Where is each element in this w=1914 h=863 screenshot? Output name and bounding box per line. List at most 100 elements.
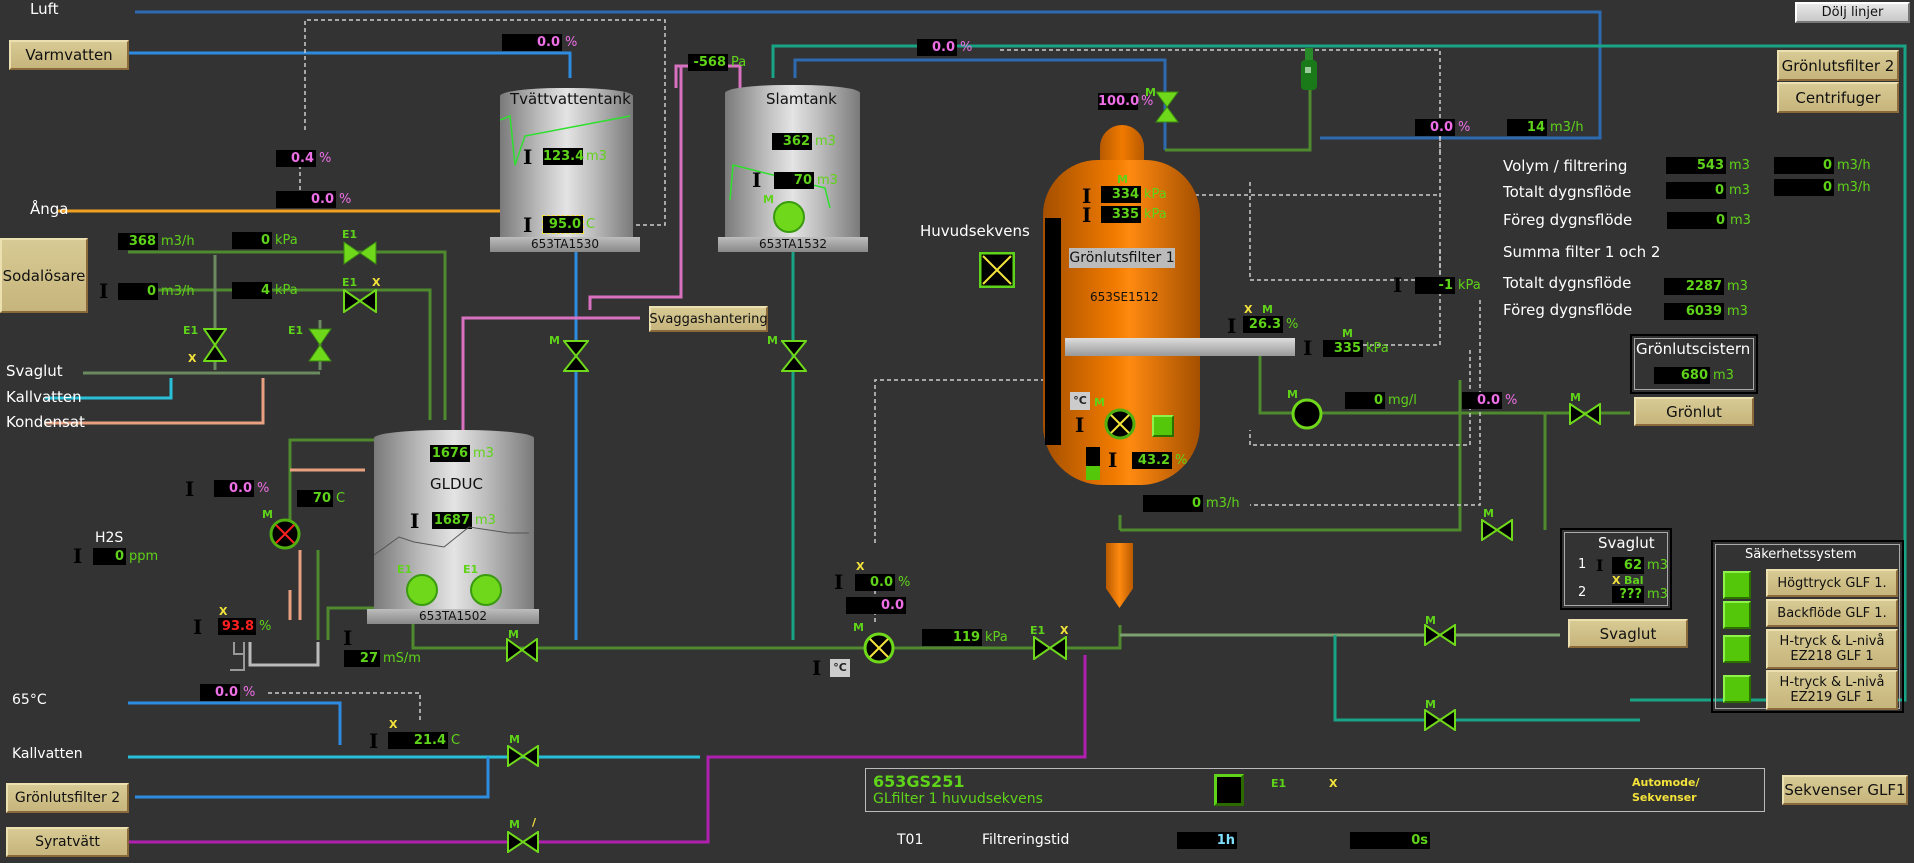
timer-label: Filtreringstid [982, 832, 1070, 848]
svaglut-panel-title: Svaglut [1598, 534, 1655, 552]
cistern-title: Grönlutscistern [1636, 340, 1751, 358]
tvattvattentank-title: Tvättvattentank [510, 90, 631, 108]
pump-control-sp: 0.0 [846, 597, 906, 614]
slam-inlet-pct: 0.0% [917, 39, 972, 56]
sequence-mode: Automode/ Sekvenser [1632, 776, 1700, 804]
kallvatten-label: Kallvatten [6, 388, 82, 406]
slam-mixer[interactable] [773, 201, 805, 233]
sum-title: Summa filter 1 och 2 [1503, 243, 1661, 261]
valve-gronlut[interactable] [1569, 403, 1601, 425]
valve-soda-1[interactable] [343, 241, 377, 265]
tag-x: X [1244, 303, 1253, 316]
gronlut-pump[interactable] [1290, 397, 1324, 431]
anga-output-pct: 0.4% [276, 150, 331, 167]
valve-glduc-outlet[interactable] [506, 638, 538, 662]
valve-tag-e1: E1 [342, 228, 358, 241]
valve-svaglut-2[interactable] [308, 328, 332, 362]
indicator-icon: I [1075, 413, 1085, 437]
mixer-tag-e1: E1 [463, 563, 479, 576]
sekvenser-glf1-button[interactable]: Sekvenser GLF1 [1782, 775, 1908, 805]
filter-level-bar [1045, 218, 1061, 445]
indicator-icon: I [1082, 203, 1092, 227]
safety-indicator[interactable] [1723, 601, 1751, 629]
filter-pump[interactable] [1103, 407, 1137, 441]
safety-indicator[interactable] [1723, 635, 1751, 663]
valve-recirc[interactable] [1481, 519, 1513, 541]
svaglut-button[interactable]: Svaglut [1568, 619, 1688, 648]
valve-tag-x: X [188, 352, 197, 365]
filter-title: Grönlutsfilter 1 [1069, 248, 1175, 268]
sodalosare-button[interactable]: Sodalösare [0, 238, 88, 313]
valve-filter-inlet[interactable] [1033, 636, 1067, 660]
indicator-icon: I [410, 509, 420, 533]
safety-item-ez218[interactable]: H-tryck & L-nivå EZ218 GLF 1 [1766, 629, 1898, 669]
safety-item-backflode[interactable]: Backflöde GLF 1. [1766, 599, 1898, 627]
valve-tag-e1: E1 [1030, 624, 1046, 637]
tag-x: X [856, 560, 865, 573]
centrifuger-button[interactable]: Centrifuger [1777, 82, 1899, 113]
syratvatt-button[interactable]: Syratvätt [6, 827, 129, 857]
tag-m: M [1342, 327, 1353, 340]
hot-water-pct: 0.0% [200, 684, 255, 701]
indicator-icon: I [523, 213, 533, 237]
stat-label: Totalt dygnsflöde [1503, 183, 1632, 201]
safety-valve-icon [1301, 48, 1317, 90]
pump-tag-m: M [262, 508, 273, 521]
valve-soda-2[interactable] [343, 289, 377, 313]
safety-indicator[interactable] [1723, 571, 1751, 599]
mixer-tag-e1: E1 [397, 563, 413, 576]
valve-svaglut-out[interactable] [1424, 624, 1456, 646]
valve-top[interactable] [1155, 91, 1179, 123]
valve-svaglut-1[interactable] [203, 328, 227, 362]
valve-tvatt-outlet[interactable] [563, 340, 589, 372]
hide-lines-button[interactable]: Dölj linjer [1795, 2, 1910, 23]
feed-pump[interactable] [862, 631, 896, 665]
huvudsekvens-indicator[interactable] [979, 252, 1015, 288]
filter-id: 653SE1512 [1090, 290, 1159, 304]
glduc-pump[interactable] [268, 517, 302, 551]
valve-kallvatten[interactable] [507, 745, 539, 767]
svaggashantering-button[interactable]: Svaggashantering [649, 306, 768, 332]
return-pct: 0.0% [1415, 119, 1470, 136]
gronlut-button[interactable]: Grönlut [1634, 397, 1754, 426]
sequence-status[interactable] [1214, 774, 1244, 806]
valve-bypass[interactable] [1424, 709, 1456, 731]
safety-indicator[interactable] [1723, 675, 1751, 703]
safety-item-ez219[interactable]: H-tryck & L-nivå EZ219 GLF 1 [1766, 670, 1898, 710]
filter-status-indicator[interactable] [1152, 415, 1174, 437]
sequence-panel[interactable]: 653GS251 GLfilter 1 huvudsekvens E1 X Au… [865, 768, 1765, 812]
glduc-mixer-1[interactable] [406, 574, 438, 606]
pump-control-pct: 0.0% [855, 574, 910, 591]
tag-x: X [389, 718, 398, 731]
anga-valve-pct: 0.0% [276, 191, 351, 208]
huvudsekvens-label: Huvudsekvens [920, 222, 1030, 240]
gronlutsfilter2-top-button[interactable]: Grönlutsfilter 2 [1777, 50, 1899, 81]
glduc-mixer-2[interactable] [470, 574, 502, 606]
sequence-code: 653GS251 [873, 772, 965, 791]
row-label: 2 [1578, 585, 1587, 600]
safety-item-hogttryck[interactable]: Högttryck GLF 1. [1766, 569, 1898, 597]
varmvatten-button[interactable]: Varmvatten [9, 40, 129, 70]
gronlutsfilter2-bottom-button[interactable]: Grönlutsfilter 2 [6, 783, 129, 813]
indicator-icon: I [1303, 336, 1313, 360]
valve-slam-outlet[interactable] [781, 340, 807, 372]
slamtank-title: Slamtank [766, 90, 837, 108]
indicator-icon: I [1227, 314, 1237, 338]
valve-syratvatt[interactable] [507, 831, 539, 853]
